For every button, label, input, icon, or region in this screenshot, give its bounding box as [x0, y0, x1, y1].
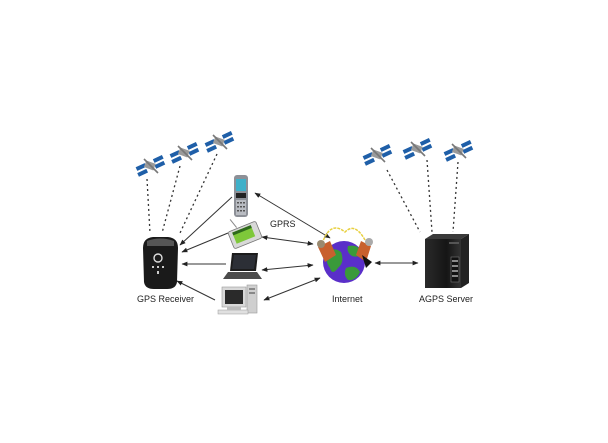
desktop-computer-icon [217, 284, 258, 315]
pda-icon [227, 219, 263, 249]
satellite-link [161, 165, 181, 234]
mobile-phone-icon [234, 175, 248, 217]
link-phone-receiver [179, 196, 233, 246]
satellite-icon [168, 141, 201, 165]
device-to-internet-links [254, 192, 419, 301]
link-phone-internet [254, 192, 331, 239]
gps-receiver-icon [143, 237, 178, 289]
link-pda-receiver [181, 232, 229, 253]
satellite-link [426, 159, 433, 233]
gprs-label: GPRS [270, 219, 296, 229]
laptop-icon [223, 253, 262, 279]
satellite-icon [134, 154, 167, 178]
satellite-link [386, 169, 421, 233]
internet-globe-icon [317, 227, 373, 283]
satellite-links-left [146, 153, 218, 234]
satellite-icon [401, 137, 434, 161]
satellite-group-left [134, 130, 236, 178]
agps-server-label: AGPS Server [419, 294, 474, 304]
satellite-link [146, 178, 151, 234]
device-to-receiver-links [176, 196, 233, 301]
link-desktop-internet [263, 277, 321, 301]
gps-receiver-label: GPS Receiver [137, 294, 195, 304]
link-pda-internet [261, 235, 314, 246]
satellite-group-right [361, 137, 475, 167]
link-laptop-internet [261, 263, 314, 272]
agps-server-icon [425, 234, 469, 288]
satellite-icon [203, 130, 236, 154]
internet-label: Internet [332, 294, 363, 304]
satellite-links-right [386, 159, 459, 233]
satellite-icon [442, 139, 475, 163]
satellite-link [452, 161, 459, 233]
satellite-link [179, 153, 218, 234]
satellite-icon [361, 143, 394, 167]
link-desktop-receiver [176, 280, 216, 301]
